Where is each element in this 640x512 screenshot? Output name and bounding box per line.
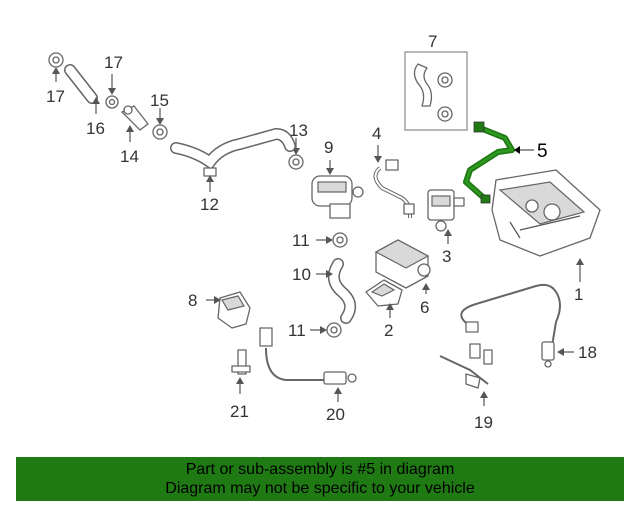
- callout-20: 20: [326, 405, 345, 424]
- part-2-bracket[interactable]: [365, 279, 403, 307]
- callout-17-right: 17: [104, 53, 123, 72]
- part-6-pump[interactable]: [374, 239, 431, 289]
- part-17-clamp-left[interactable]: [48, 52, 64, 68]
- callout-4: 4: [372, 124, 381, 143]
- callout-1: 1: [574, 285, 583, 304]
- part-9-valve[interactable]: [311, 175, 364, 219]
- callout-2: 2: [384, 321, 393, 340]
- part-7-inset[interactable]: [404, 51, 468, 131]
- part-15-clamp[interactable]: [152, 124, 168, 140]
- callout-16: 16: [86, 119, 105, 138]
- part-17-clamp-right[interactable]: [105, 95, 119, 109]
- part-21-bracket[interactable]: [231, 349, 251, 375]
- banner-line-part: Part or sub-assembly is #5 in diagram: [185, 461, 455, 478]
- part-18-oxygen-sensor[interactable]: [460, 283, 561, 368]
- part-19-sensor[interactable]: [439, 343, 493, 389]
- part-1-canister[interactable]: [491, 169, 601, 257]
- info-banner: Part or sub-assembly is #5 in diagram Di…: [16, 457, 624, 501]
- callout-11-lower: 11: [288, 321, 306, 340]
- callout-13: 13: [289, 121, 308, 140]
- callout-3: 3: [442, 247, 451, 266]
- part-10-hose[interactable]: [327, 258, 357, 324]
- part-14-connector[interactable]: [121, 105, 149, 131]
- part-3-valve[interactable]: [427, 189, 465, 232]
- callout-11-upper: 11: [292, 231, 310, 250]
- callout-7: 7: [428, 32, 437, 51]
- parts-diagram: 7 5 1 4 3: [46, 32, 601, 432]
- callout-8: 8: [188, 291, 197, 310]
- part-13-clamp[interactable]: [288, 154, 304, 170]
- callout-17-left: 17: [46, 87, 65, 106]
- callout-10: 10: [292, 265, 311, 284]
- callout-12: 12: [200, 195, 219, 214]
- banner-line-disclaimer: Diagram may not be specific to your vehi…: [165, 480, 475, 497]
- part-12-hose[interactable]: [170, 127, 296, 177]
- callout-14: 14: [120, 147, 139, 166]
- part-11-clamp-lower[interactable]: [326, 322, 342, 338]
- callout-15: 15: [150, 91, 169, 110]
- part-5-vacuum-hose[interactable]: [463, 121, 515, 204]
- part-16-hose[interactable]: [64, 64, 98, 104]
- part-11-clamp-upper[interactable]: [332, 232, 348, 248]
- part-4-hose[interactable]: [373, 159, 415, 218]
- part-20-oxygen-sensor[interactable]: [259, 327, 357, 385]
- part-8-sensor[interactable]: [217, 291, 251, 329]
- callout-5: 5: [537, 141, 548, 162]
- callout-6: 6: [420, 298, 429, 317]
- callout-9: 9: [324, 138, 333, 157]
- callout-21: 21: [230, 402, 249, 421]
- callout-19: 19: [474, 413, 493, 432]
- callout-18: 18: [578, 343, 597, 362]
